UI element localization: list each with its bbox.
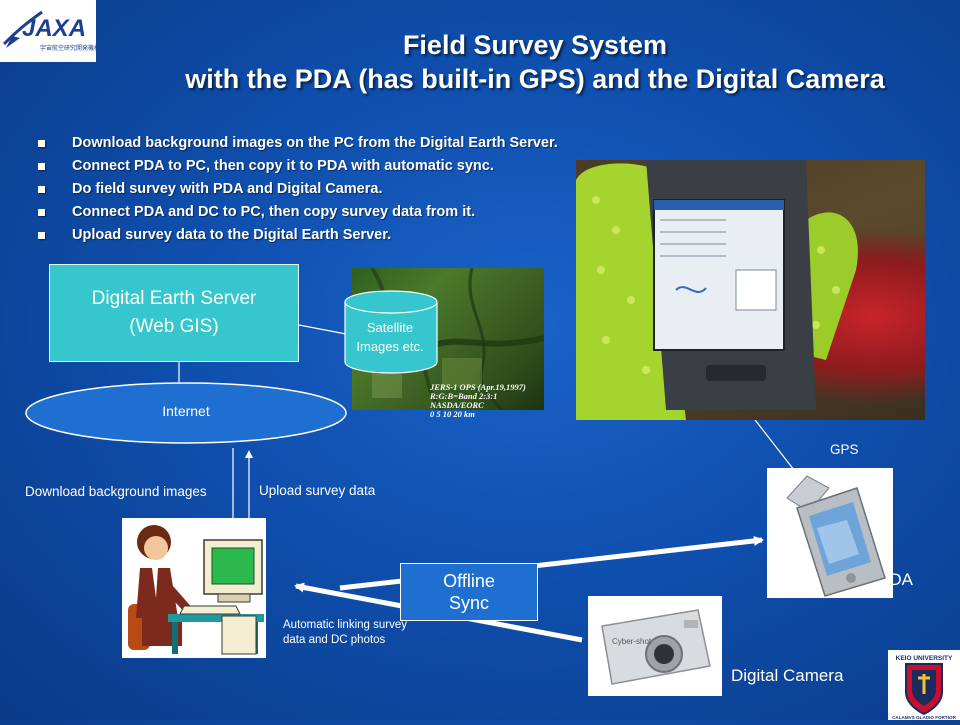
download-label: Download background images xyxy=(25,484,207,499)
satellite-cylinder xyxy=(344,290,438,374)
svg-text:Cyber-shot: Cyber-shot xyxy=(612,637,652,646)
internet-ellipse xyxy=(25,382,347,444)
list-item: Connect PDA and DC to PC, then copy surv… xyxy=(38,201,638,224)
satellite-caption: JERS-1 OPS (Apr.19,1997) R:G:B=Band 2:3:… xyxy=(430,382,526,419)
pda-device-photo xyxy=(767,468,893,598)
offline-sync-box: Offline Sync xyxy=(400,563,538,621)
jaxa-logo: JAXA 宇宙航空研究開発機構 xyxy=(0,0,100,62)
satellite-label: Satellite Images etc. xyxy=(356,320,424,354)
list-item: Upload survey data to the Digital Earth … xyxy=(38,224,638,247)
digital-camera-photo: Cyber-shot xyxy=(588,596,722,696)
svg-text:宇宙航空研究開発機構: 宇宙航空研究開発機構 xyxy=(40,44,96,52)
svg-text:JAXA: JAXA xyxy=(22,15,86,42)
server-satellite-line xyxy=(298,324,347,335)
camera-label: Digital Camera xyxy=(731,666,844,685)
svg-text:CALAMVS GLADIO FORTIOR: CALAMVS GLADIO FORTIOR xyxy=(892,715,956,720)
person-at-pc-illustration xyxy=(122,518,266,658)
list-item: Do field survey with PDA and Digital Cam… xyxy=(38,178,638,201)
auto-link-label: Automatic linking survey data and DC pho… xyxy=(283,619,407,646)
upload-label: Upload survey data xyxy=(259,483,376,498)
keio-university-logo: KEIO UNIVERSITY CALAMVS GLADIO FORTIOR xyxy=(888,650,960,720)
pda-field-photo xyxy=(576,160,925,420)
internet-label: Internet xyxy=(162,403,210,419)
steps-list: Download background images on the PC fro… xyxy=(38,132,638,247)
digital-earth-server-box: Digital Earth Server (Web GIS) xyxy=(49,264,299,362)
gps-label: GPS xyxy=(830,442,859,457)
svg-text:KEIO UNIVERSITY: KEIO UNIVERSITY xyxy=(896,655,953,662)
page-title: Field Survey System with the PDA (has bu… xyxy=(185,30,885,94)
list-item: Download background images on the PC fro… xyxy=(38,132,638,155)
list-item: Connect PDA to PC, then copy it to PDA w… xyxy=(38,155,638,178)
